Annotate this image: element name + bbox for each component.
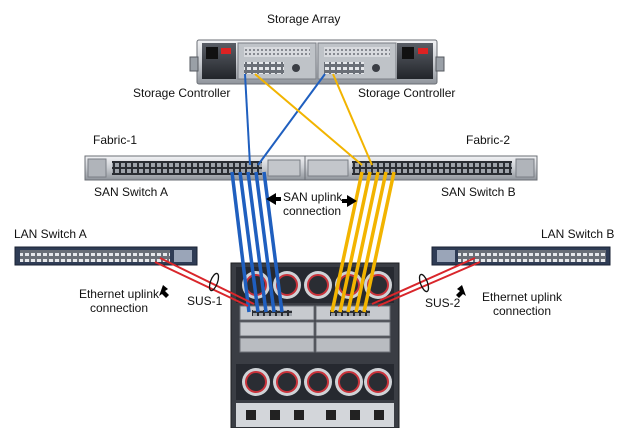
sus-1-label: SUS-1 — [187, 294, 223, 308]
ethernet-uplink-right-line-2: connection — [492, 304, 552, 318]
black-arrow-icon — [159, 193, 466, 298]
fabric-1-uplink-cables — [230, 171, 284, 313]
storage-array-label: Storage Array — [267, 12, 341, 26]
ethernet-uplink-left-line-1: Ethernet uplink — [78, 287, 160, 301]
ethernet-uplink-right-line-1: Ethernet uplink — [481, 290, 563, 304]
lan-switch-b-device — [431, 246, 611, 266]
storage-controller-left-label: Storage Controller — [133, 86, 231, 100]
sus-2-marker — [418, 273, 430, 293]
sus-2-label: SUS-2 — [425, 296, 461, 310]
ethernet-uplink-left-line-2: connection — [89, 301, 149, 315]
san-switch-b-device — [304, 155, 538, 181]
blade-enclosure-device — [230, 262, 400, 428]
ethernet-uplink-left-label: Ethernet uplink connection — [73, 287, 165, 315]
san-switch-a-label: SAN Switch A — [94, 185, 169, 199]
fabric-2-label: Fabric-2 — [466, 133, 511, 147]
lan-switch-a-device — [14, 246, 198, 266]
fabric-2-storage-cables — [254, 73, 373, 166]
san-switch-a-device — [84, 155, 306, 181]
ethernet-uplink-cables — [154, 257, 481, 307]
san-uplink-line-2: connection — [283, 204, 342, 218]
lan-switch-a-label: LAN Switch A — [14, 227, 87, 241]
storage-controller-right-label: Storage Controller — [358, 86, 456, 100]
fan-icon — [242, 368, 392, 396]
lan-switch-b-label: LAN Switch B — [541, 227, 615, 241]
fabric-1-label: Fabric-1 — [93, 133, 138, 147]
sus-1-marker — [208, 272, 220, 292]
storage-array-device — [189, 39, 445, 85]
san-uplink-label: SAN uplink connection — [283, 190, 343, 218]
fabric-2-uplink-cables — [330, 171, 396, 313]
ethernet-uplink-right-label: Ethernet uplink connection — [476, 290, 568, 318]
fabric-1-storage-cables — [244, 73, 326, 166]
san-switch-b-label: SAN Switch B — [441, 185, 516, 199]
san-uplink-line-1: SAN uplink — [283, 190, 343, 204]
